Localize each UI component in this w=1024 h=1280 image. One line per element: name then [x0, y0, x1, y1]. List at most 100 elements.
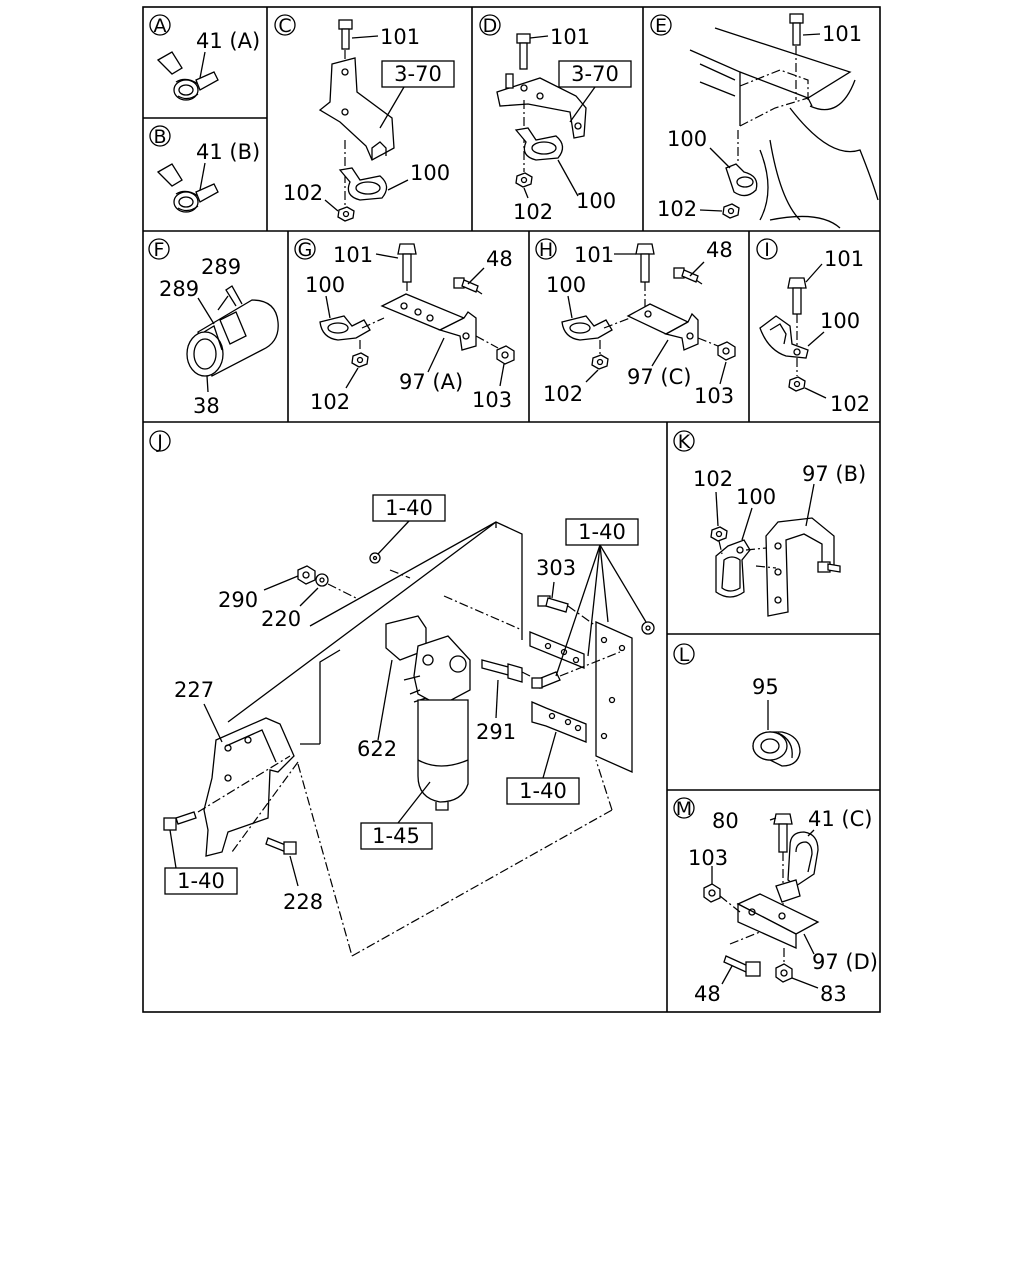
nut-part: [496, 345, 515, 365]
clamp-part: [514, 127, 564, 161]
panel-l-id: L: [679, 644, 690, 666]
bolt-upper: [531, 671, 561, 689]
panel-f: F 289 289 38: [148, 238, 279, 418]
bracket-part: [765, 517, 835, 617]
panel-letter-f: F: [148, 238, 170, 261]
part-label: 38: [193, 394, 220, 418]
ref-label: 3-70: [571, 62, 619, 86]
clamp-part: [156, 51, 219, 101]
small-washer-right: [641, 621, 655, 635]
panel-g: G: [294, 238, 515, 414]
panel-letter-d: D: [479, 14, 501, 37]
nut-part: [717, 341, 736, 361]
part-label: 95: [752, 675, 779, 699]
part-label: 291: [476, 720, 516, 744]
part-label: 100: [410, 161, 450, 185]
reference-box: 3-70: [381, 60, 455, 88]
part-label: 103: [472, 388, 512, 412]
bracket-upper: [529, 631, 585, 669]
panel-letter-j: J: [149, 430, 171, 453]
part-label: 97 (A): [399, 370, 463, 394]
bolt-part: [635, 243, 655, 283]
clamp-part: [561, 315, 613, 341]
panel-i-id: I: [764, 239, 770, 261]
panel-letter-e: E: [650, 14, 672, 37]
part-label: 102: [513, 200, 553, 224]
part-label: 622: [357, 737, 397, 761]
ref-label: 1-40: [177, 869, 225, 893]
panel-letter-g: G: [294, 238, 316, 261]
part-label: 48: [694, 982, 721, 1006]
reference-box: 3-70: [558, 60, 632, 88]
reference-box: 1-40: [565, 518, 639, 546]
panel-letter-c: C: [274, 14, 296, 37]
panel-g-id: G: [298, 239, 313, 261]
bracket-part: [626, 303, 699, 351]
small-bolt-part: [817, 561, 841, 573]
part-label: 97 (D): [812, 950, 878, 974]
hose-part: [186, 285, 279, 377]
nut-part: [722, 203, 740, 219]
panel-letter-b: B: [149, 125, 171, 148]
part-label: 41 (C): [808, 807, 872, 831]
part-label: 41 (A): [196, 29, 260, 53]
clamp-part: [759, 315, 809, 359]
panel-c: C 101 3-70 100 102: [274, 14, 455, 222]
panel-l: L 95: [673, 643, 801, 767]
panel-letter-m: M: [673, 797, 695, 820]
ref-label: 1-40: [385, 496, 433, 520]
reference-box: 1-45: [360, 822, 433, 850]
part-label: 228: [283, 890, 323, 914]
part-label: 102: [283, 181, 323, 205]
panel-e-id: E: [655, 15, 667, 37]
nut-part: [775, 963, 793, 983]
panel-d-id: D: [483, 15, 498, 37]
part-label: 289: [201, 255, 241, 279]
bolt-228: [265, 837, 297, 855]
panel-k-id: K: [678, 431, 691, 453]
bolt-303: [537, 595, 569, 613]
clamp-part: [715, 539, 751, 598]
part-label: 102: [310, 390, 350, 414]
panel-f-id: F: [154, 239, 165, 261]
grommet-part: [752, 731, 801, 767]
clamp-part: [725, 163, 758, 197]
panel-letter-i: I: [756, 238, 778, 261]
part-label: 103: [688, 846, 728, 870]
panel-h: H 1: [535, 238, 736, 408]
panel-letter-h: H: [535, 238, 557, 261]
panel-i: I 101 100 102: [756, 238, 870, 416]
nut-part: [337, 206, 355, 222]
panel-letter-k: K: [673, 430, 695, 453]
bracket-part: [318, 57, 395, 161]
part-label: 102: [543, 382, 583, 406]
frame-rail: [227, 521, 523, 745]
nut-part: [788, 376, 806, 392]
nut-part: [703, 883, 721, 903]
part-label: 41 (B): [196, 140, 260, 164]
panel-b: B 41 (B): [149, 125, 260, 213]
small-bolt-part: [723, 955, 761, 977]
bracket-part: [736, 893, 820, 950]
ref-label: 1-40: [519, 779, 567, 803]
part-label: 97 (C): [627, 365, 691, 389]
part-label: 101: [822, 22, 862, 46]
part-label: 102: [657, 197, 697, 221]
part-label: 80: [712, 809, 739, 833]
filter-head: [385, 615, 471, 707]
part-label: 220: [261, 607, 301, 631]
part-label: 290: [218, 588, 258, 612]
panel-j-id: J: [156, 431, 163, 453]
ref-label: 1-45: [372, 824, 420, 848]
reference-box: 1-40: [372, 494, 446, 522]
bolt-part: [338, 19, 353, 50]
washer-220: [315, 573, 329, 587]
part-label: 101: [333, 243, 373, 267]
part-label: 100: [305, 273, 345, 297]
bolt-291: [481, 659, 523, 683]
part-label: 100: [820, 309, 860, 333]
nut-part: [515, 172, 533, 188]
mount-plate: [595, 620, 633, 774]
bolt-part: [516, 33, 531, 70]
